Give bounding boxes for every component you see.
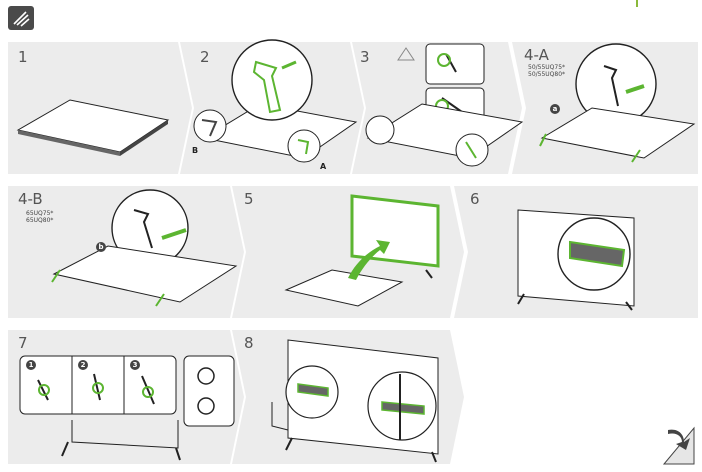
sub-step-badge: 2 <box>78 360 88 370</box>
step-5: 5 <box>232 186 464 318</box>
logo-icon <box>8 6 34 30</box>
step-number: 1 <box>18 48 28 66</box>
part-label-a: A <box>320 162 327 171</box>
step-2: 2 B A <box>180 39 364 174</box>
step-4b: 4-B 65UQ75* 65UQ80* b <box>8 186 244 318</box>
step-number: 4-B <box>18 190 43 208</box>
step-4a: 4-A 50/55UQ75* 50/55UQ80* a <box>512 42 698 174</box>
step-number: 5 <box>244 190 254 208</box>
step-number: 3 <box>360 48 370 66</box>
step-number: 8 <box>244 334 254 352</box>
model-list: 50/55UQ75* 50/55UQ80* <box>528 64 565 78</box>
step-8: 8 <box>232 330 464 464</box>
sub-step-badge: 3 <box>130 360 140 370</box>
step-1: 1 <box>8 42 192 174</box>
part-label-b: B <box>192 146 199 155</box>
header-accent <box>636 0 638 7</box>
model-list: 65UQ75* 65UQ80* <box>26 210 53 224</box>
model-name: 50/55UQ80* <box>528 71 566 78</box>
sub-step-badge: 1 <box>26 360 36 370</box>
step-number: 4-A <box>524 46 549 64</box>
step-number: 6 <box>470 190 480 208</box>
step-3: 3 <box>352 42 524 174</box>
page-curl-icon <box>660 424 698 470</box>
step-7: 7 1 2 3 <box>8 330 244 464</box>
badge-a: a <box>550 104 560 114</box>
model-name: 65UQ80* <box>26 217 54 224</box>
step-number: 7 <box>18 334 28 352</box>
model-name: 50/55UQ75* <box>528 64 566 71</box>
warning-icon <box>397 47 415 61</box>
badge-b: b <box>96 242 106 252</box>
model-name: 65UQ75* <box>26 210 54 217</box>
step-number: 2 <box>200 48 210 66</box>
step-6: 6 <box>454 186 698 318</box>
